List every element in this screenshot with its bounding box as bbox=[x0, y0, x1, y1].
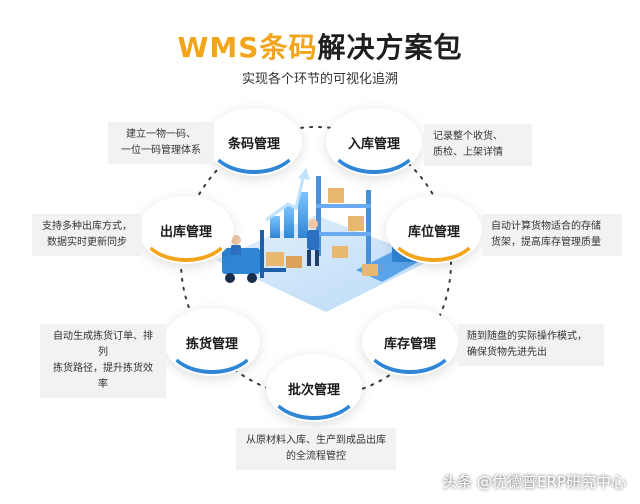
desc-picking-management: 自动生成拣货订单、排列 拣货路径，提升拣货效率 bbox=[40, 324, 166, 398]
node-picking-management[interactable]: 拣货管理 bbox=[164, 308, 260, 376]
desc-batch-management: 从原材料入库、生产到成品出库 的全流程管控 bbox=[236, 428, 396, 470]
floor-platform bbox=[216, 215, 431, 312]
node-inbound-management[interactable]: 入库管理 bbox=[326, 108, 422, 176]
watermark: 头条 @优德普ERP研究中心 bbox=[442, 473, 626, 491]
desc-outbound-management: 支持多种出库方式， 数据实时更新同步 bbox=[32, 214, 142, 256]
carton-stack bbox=[266, 252, 302, 268]
node-label: 条码管理 bbox=[227, 136, 280, 152]
desc-inbound-management: 记录整个收货、 质检、上架详情 bbox=[424, 124, 532, 166]
node-label: 库位管理 bbox=[407, 224, 460, 240]
page-title: WMS条码解决方案包 bbox=[0, 26, 640, 66]
title-accent: WMS条码 bbox=[177, 31, 318, 64]
desc-inventory-management: 随到随盘的实际操作模式， 确保货物先进先出 bbox=[458, 324, 604, 366]
desc-barcode-management: 建立一物一码、 一位一码管理体系 bbox=[108, 122, 214, 164]
title-rest: 解决方案包 bbox=[317, 31, 463, 64]
node-outbound-management[interactable]: 出库管理 bbox=[138, 196, 234, 264]
node-inventory-management[interactable]: 库存管理 bbox=[362, 308, 458, 376]
forklift-icon bbox=[222, 230, 286, 283]
node-label: 入库管理 bbox=[347, 136, 400, 152]
arrow-head-icon bbox=[298, 168, 310, 180]
bar-3 bbox=[298, 192, 308, 238]
node-label: 出库管理 bbox=[159, 224, 212, 240]
node-location-management[interactable]: 库位管理 bbox=[386, 196, 482, 264]
worker-figure-icon bbox=[307, 219, 319, 266]
page-subtitle: 实现各个环节的可视化追溯 bbox=[241, 72, 398, 87]
bar-2 bbox=[284, 206, 294, 238]
node-label: 库存管理 bbox=[383, 336, 436, 352]
desc-location-management: 自动计算货物适合的存储 货架，提高库存管理质量 bbox=[482, 214, 622, 256]
bar-1 bbox=[270, 216, 280, 238]
growth-arrow-icon bbox=[265, 173, 306, 222]
node-barcode-management[interactable]: 条码管理 bbox=[206, 108, 302, 176]
node-label: 批次管理 bbox=[287, 382, 340, 398]
node-label: 拣货管理 bbox=[185, 336, 238, 352]
node-batch-management[interactable]: 批次管理 bbox=[266, 354, 362, 422]
storage-rack bbox=[316, 176, 371, 270]
